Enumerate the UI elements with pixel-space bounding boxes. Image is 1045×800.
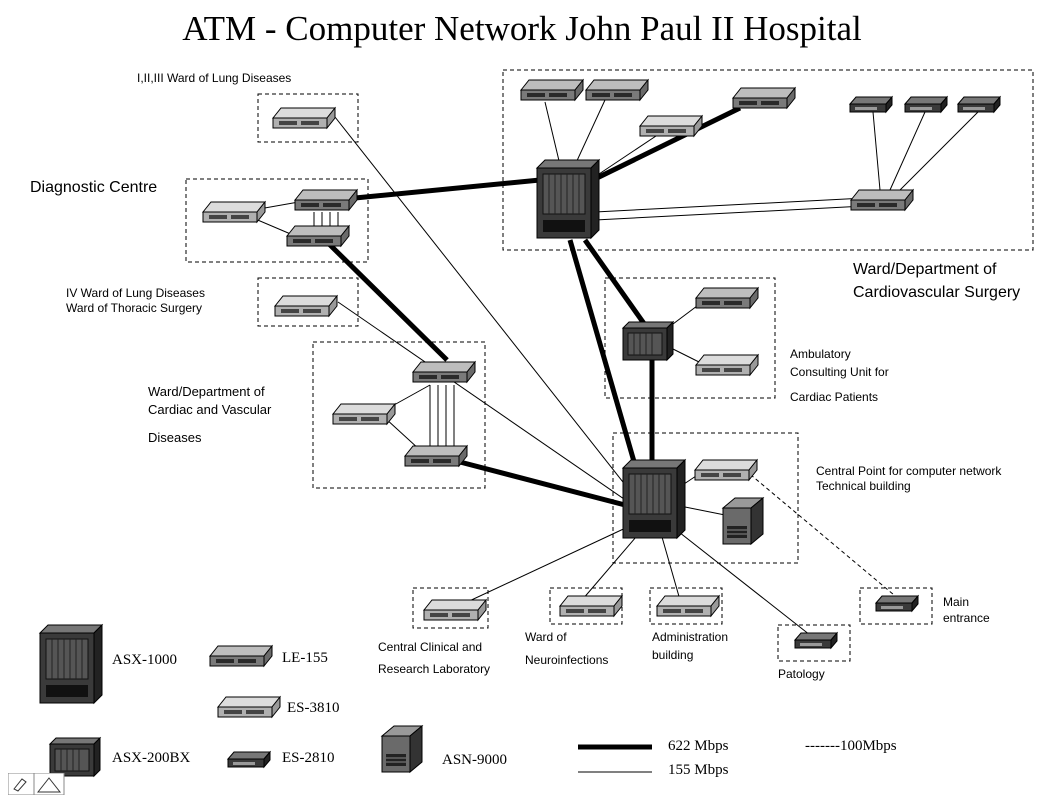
corner-toolbar: [7, 772, 68, 796]
switch-lung-4: [274, 295, 338, 317]
switch-diagnostic-3: [286, 225, 350, 247]
label-ambulatory-line1: Ambulatory: [790, 347, 851, 361]
legend-es3810-icon: [217, 696, 281, 718]
legend-asn9000-label: ASN-9000: [442, 752, 507, 768]
asx1000-top: [536, 159, 600, 239]
legend-es2810-icon: [227, 751, 271, 768]
label-ambulatory-line2: Consulting Unit for: [790, 365, 889, 379]
switch-neuro: [559, 595, 623, 617]
zone-clinical: [412, 587, 489, 629]
legend-622-label: 622 Mbps: [668, 738, 729, 754]
label-lung-4-line1: IV Ward of Lung Diseases: [66, 286, 205, 300]
label-main-line1: Main: [943, 595, 969, 609]
label-main-line2: entrance: [943, 611, 990, 625]
switch-ambulatory-1: [695, 287, 759, 309]
label-ambulatory-line3: Cardiac Patients: [790, 390, 878, 404]
legend-asx1000-icon: [39, 624, 103, 704]
zone-cardiovascular-surgery: [502, 69, 1034, 251]
label-cardiac-line3: Diseases: [148, 430, 202, 445]
switch-surgery-1: [520, 79, 584, 101]
zone-neuro: [549, 587, 623, 625]
label-lung-4-line2: Ward of Thoracic Surgery: [66, 301, 202, 315]
switch-surgery-hub: [850, 189, 914, 211]
switch-surgery-4: [732, 87, 796, 109]
pen-icon[interactable]: [7, 772, 35, 796]
legend-asx200-icon: [49, 737, 101, 777]
legend-le155-icon: [209, 645, 273, 667]
label-clinical-line2: Research Laboratory: [378, 662, 490, 676]
zone-admin: [649, 587, 723, 625]
dashed-links: [744, 469, 901, 601]
switch-diagnostic-2: [294, 189, 358, 211]
switch-surgery-6: [904, 96, 948, 113]
switch-surgery-2: [585, 79, 649, 101]
label-central-line1: Central Point for computer network: [816, 464, 1002, 478]
switch-admin: [656, 595, 720, 617]
switch-clinical: [423, 599, 487, 621]
label-cardiac-line2: Cardiac and Vascular: [148, 402, 272, 417]
label-clinical-line1: Central Clinical and: [378, 640, 482, 654]
legend-asx1000-label: ASX-1000: [112, 652, 177, 668]
switch-cardiac-1: [412, 361, 476, 383]
zone-lung-4: [257, 277, 359, 327]
label-diagnostic: Diagnostic Centre: [30, 179, 157, 196]
zone-patology: [777, 624, 851, 662]
switch-diagnostic-1: [202, 201, 266, 223]
legend: ASX-1000 LE-155 ES-3810 ASX-200BX ES-281…: [39, 624, 897, 778]
asn9000-central: [722, 497, 764, 545]
zone-main-entrance: [859, 587, 933, 625]
label-lung-1-3: I,II,III Ward of Lung Diseases: [137, 71, 291, 85]
label-admin-line2: building: [652, 648, 693, 662]
switch-surgery-3: [639, 115, 703, 137]
switch-main-entrance: [875, 595, 919, 612]
legend-100-label: -------100Mbps: [805, 738, 897, 754]
switch-surgery-5: [849, 96, 893, 113]
label-surgery-line1: Ward/Department of: [853, 261, 997, 278]
label-patology: Patology: [778, 667, 825, 681]
switch-ambulatory-2: [695, 354, 759, 376]
label-surgery-line2: Cardiovascular Surgery: [853, 284, 1020, 301]
label-admin-line1: Administration: [652, 630, 728, 644]
legend-es2810-label: ES-2810: [282, 750, 335, 766]
zone-ambulatory: [604, 277, 776, 399]
links-622: [323, 105, 742, 508]
switch-cardiac-3: [404, 445, 468, 467]
asx200-ambulatory: [622, 321, 674, 361]
switch-patology: [794, 632, 838, 649]
label-neuro-line1: Ward of: [525, 630, 567, 644]
label-central-line2: Technical building: [816, 479, 911, 493]
asx1000-central: [622, 459, 686, 539]
zone-central: [612, 432, 799, 564]
diagram-title: ATM - Computer Network John Paul II Hosp…: [182, 9, 862, 48]
zone-diagnostic: [185, 178, 369, 263]
legend-asx200-label: ASX-200BX: [112, 750, 191, 766]
switch-lung-1-3: [272, 107, 336, 129]
switch-cardiac-2: [332, 403, 396, 425]
legend-155-label: 155 Mbps: [668, 762, 729, 778]
switch-surgery-7: [957, 96, 1001, 113]
label-neuro-line2: Neuroinfections: [525, 653, 608, 667]
label-cardiac-line1: Ward/Department of: [148, 384, 265, 399]
legend-asn9000-icon: [381, 725, 423, 773]
switch-central: [694, 459, 758, 481]
zone-cardiac: [312, 341, 486, 489]
zone-lung-1-3: [257, 93, 359, 143]
legend-le155-label: LE-155: [282, 650, 328, 666]
legend-es3810-label: ES-3810: [287, 700, 340, 716]
